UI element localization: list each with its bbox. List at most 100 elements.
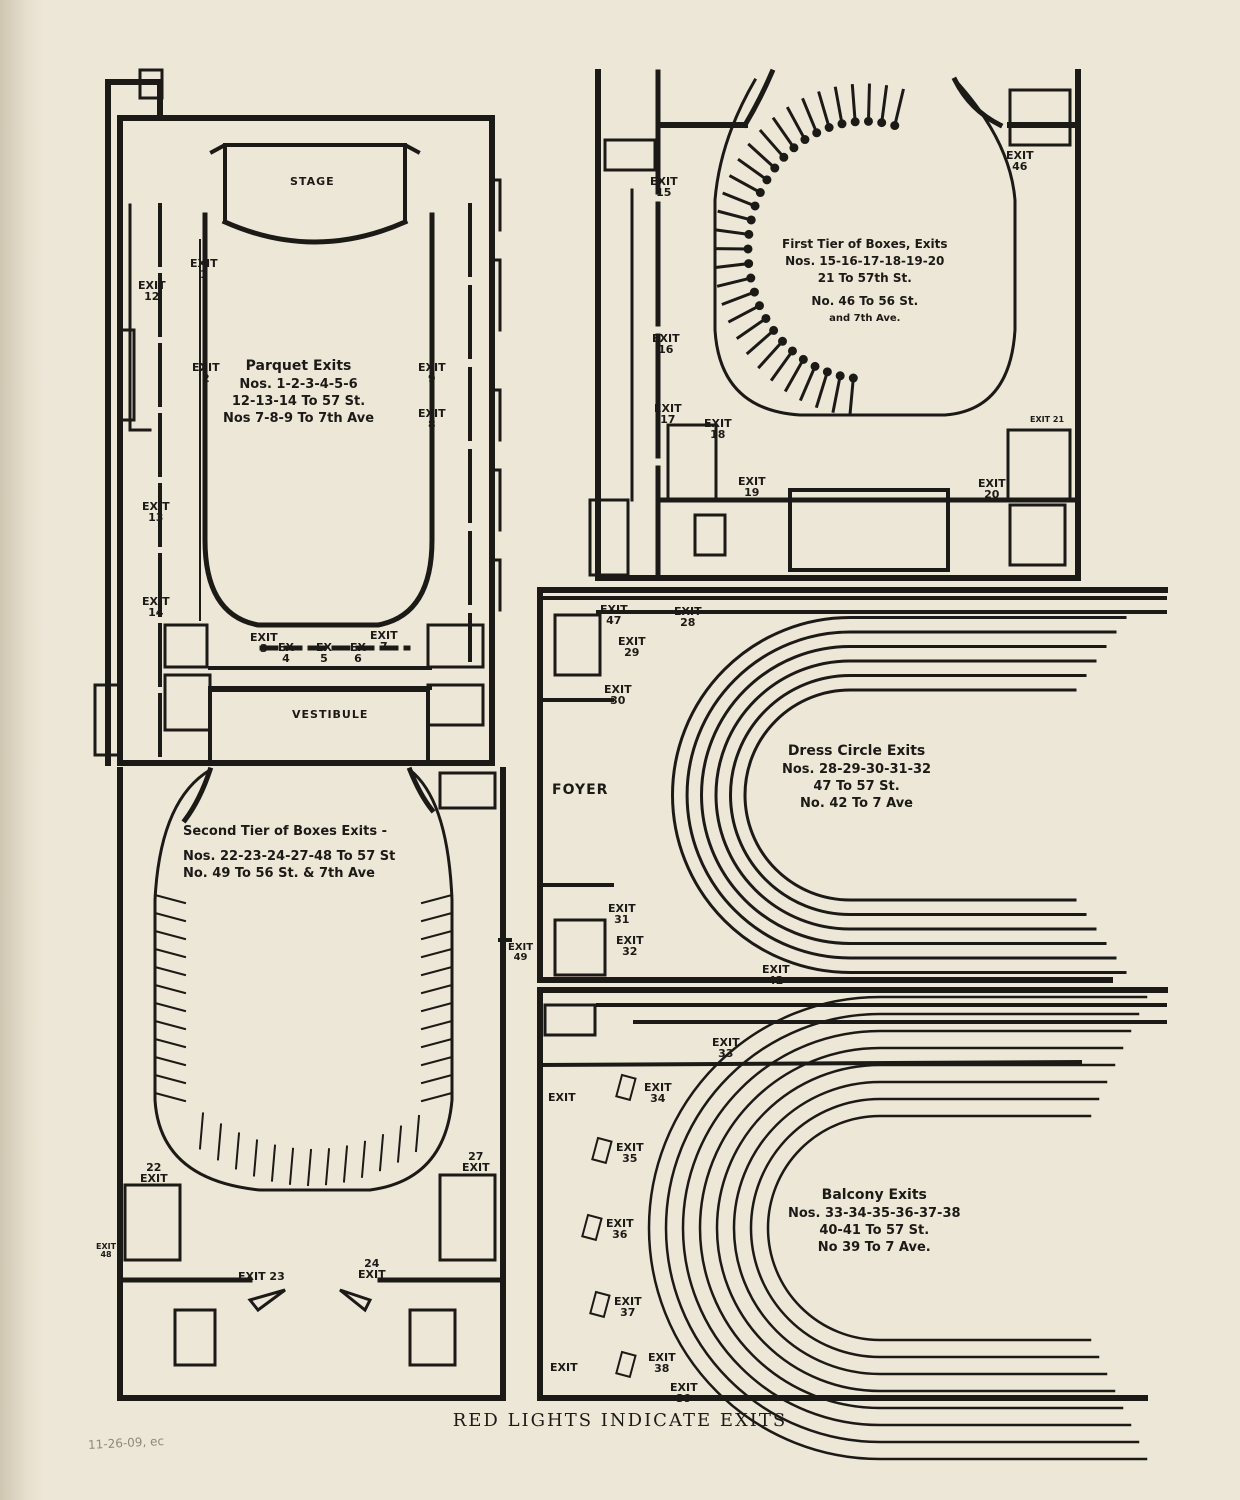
seating-arc — [749, 1097, 1100, 1359]
vestibule-label: VESTIBULE — [292, 708, 369, 721]
box-partition — [234, 1132, 241, 1170]
parquet-floor — [202, 212, 435, 628]
box-partition — [153, 1073, 187, 1085]
first-tier-proscenium — [741, 68, 1004, 129]
exit-word: EXIT — [762, 963, 790, 976]
box-partition — [420, 1055, 454, 1067]
seating-arc — [647, 995, 1148, 1461]
box-partition — [420, 1073, 454, 1085]
exit-number: 16 — [658, 343, 674, 356]
dress-circle-line-3: No. 42 To 7 Ave — [800, 796, 913, 811]
exit-word: EXIT — [616, 934, 644, 947]
exit-number: 29 — [624, 646, 640, 659]
second-tier-outline — [117, 767, 506, 1401]
seating-arc — [671, 616, 1127, 974]
exit-word: EXIT — [606, 1217, 634, 1230]
exit-word: EXIT — [616, 1141, 644, 1154]
box-partition-end — [755, 188, 765, 198]
exit-number: 42 — [768, 974, 784, 987]
box-partition-end — [837, 119, 847, 129]
exit-word: EXIT — [644, 1081, 672, 1094]
box-partition — [420, 1091, 454, 1103]
parquet-stair-br — [426, 623, 485, 669]
exit-word: EXIT — [1030, 415, 1051, 424]
box-partition — [153, 1055, 187, 1067]
box-partition-end — [770, 163, 780, 173]
seating-arc — [715, 1063, 1116, 1393]
exit-word: EXIT — [618, 635, 646, 648]
box-partition-end — [762, 175, 772, 185]
box-partition-end — [761, 313, 771, 323]
first-tier-stair-tr — [1008, 88, 1072, 147]
box-partition — [722, 191, 758, 208]
exit-word: EXIT — [670, 1381, 698, 1394]
first-tier-stair-tl — [603, 138, 657, 172]
exit-word: EXIT — [978, 477, 1006, 490]
box-partition-end — [863, 116, 873, 126]
exit-number: 8 — [427, 418, 436, 431]
box-partition — [814, 369, 830, 409]
box-partition — [714, 261, 751, 270]
second-tier-stair-bl — [173, 1308, 217, 1367]
box-partition-end — [746, 273, 756, 283]
parquet-exits-line-1: Nos. 1-2-3-4-5-6 — [239, 377, 358, 392]
seating-arc — [681, 1029, 1132, 1427]
box-partition — [735, 316, 769, 340]
box-partition — [153, 965, 187, 977]
parquet-exits-line-2: 12-13-14 To 57 St. — [231, 394, 366, 409]
box-partition — [801, 97, 819, 135]
second-tier-horseshoe — [153, 767, 454, 1192]
dress-circle-plan — [537, 587, 1168, 983]
box-partition — [785, 106, 807, 142]
seating-arc — [698, 1046, 1124, 1410]
balcony-aisle-boxes — [581, 1073, 637, 1379]
parquet-stair-tl — [138, 68, 164, 100]
box-partition — [848, 376, 855, 416]
exit-number: 20 — [984, 488, 1000, 501]
first-tier-box-partitions — [713, 83, 905, 416]
box-partition-end — [798, 354, 808, 364]
first-tier-stair-lobby-l — [588, 498, 630, 577]
dress-circle-top-rail — [538, 596, 1167, 614]
second-tier-line-1: Nos. 22-23-24-27-48 To 57 St — [183, 849, 396, 864]
box-partition — [306, 1148, 313, 1187]
first-tier-line-4: and 7th Ave. — [829, 313, 901, 324]
second-tier-box-top-r — [438, 771, 497, 810]
exit-word: EXIT — [738, 475, 766, 488]
exit-number: 27 — [468, 1150, 484, 1163]
box-partition — [153, 1001, 187, 1013]
box-partition-end — [779, 152, 789, 162]
box-partition — [420, 1037, 454, 1049]
box-partition-end — [810, 361, 820, 371]
box-partition — [378, 1134, 385, 1172]
second-tier-stair-l — [123, 1183, 182, 1262]
box-partition — [153, 947, 187, 959]
balcony-plan — [537, 987, 1168, 1461]
box-partition-end — [800, 135, 810, 145]
box-partition — [153, 911, 187, 923]
seating-arc — [700, 645, 1107, 945]
parquet-plan — [93, 68, 502, 767]
exit-number: 14 — [148, 606, 164, 619]
box-partition — [420, 929, 454, 941]
parquet-side-corridor — [128, 203, 152, 432]
exit-word: EXIT — [358, 1268, 386, 1281]
seating-arc — [664, 1012, 1140, 1444]
box-partition — [737, 157, 770, 182]
seating-arc — [729, 674, 1087, 916]
exit-word: EX — [350, 641, 366, 654]
